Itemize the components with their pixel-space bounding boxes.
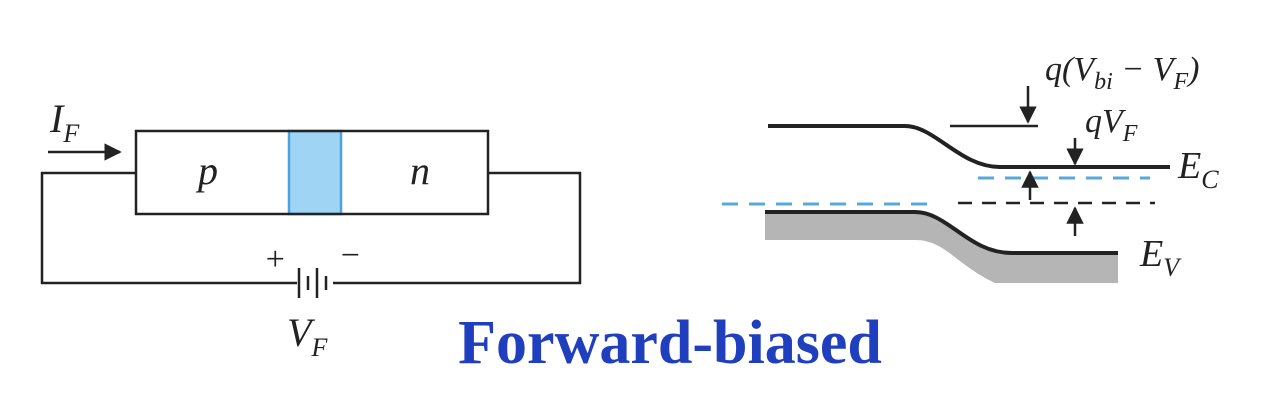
valence-band-edge <box>765 210 1118 255</box>
current-label-sub: F <box>62 119 80 148</box>
energy-band-diagram: q(Vbi − VF) qVF EC EV <box>722 51 1219 283</box>
depletion-region <box>287 129 343 216</box>
conduction-band-label: EC <box>1177 145 1219 194</box>
forward-voltage-shift-label: qVF <box>1085 103 1138 147</box>
pn-junction-circuit: IF p n + − VF <box>40 96 582 362</box>
valence-band-label: EV <box>1139 233 1182 282</box>
valence-band-shading <box>765 212 1118 283</box>
voltage-label: VF <box>287 310 328 362</box>
barrier-height-label: q(Vbi − VF) <box>1045 51 1199 95</box>
circuit-wire <box>40 171 582 285</box>
current-label: IF <box>49 96 80 148</box>
battery-minus-sign: − <box>339 237 362 274</box>
battery-symbol <box>297 268 328 298</box>
voltage-label-sub: F <box>310 333 328 362</box>
conduction-band-edge <box>768 124 1170 169</box>
battery-plus-sign: + <box>264 241 287 278</box>
pn-junction-block <box>134 129 490 216</box>
n-region-label: n <box>410 148 430 193</box>
p-region-label: p <box>195 148 218 193</box>
diagram-title: Forward-biased <box>458 309 882 377</box>
